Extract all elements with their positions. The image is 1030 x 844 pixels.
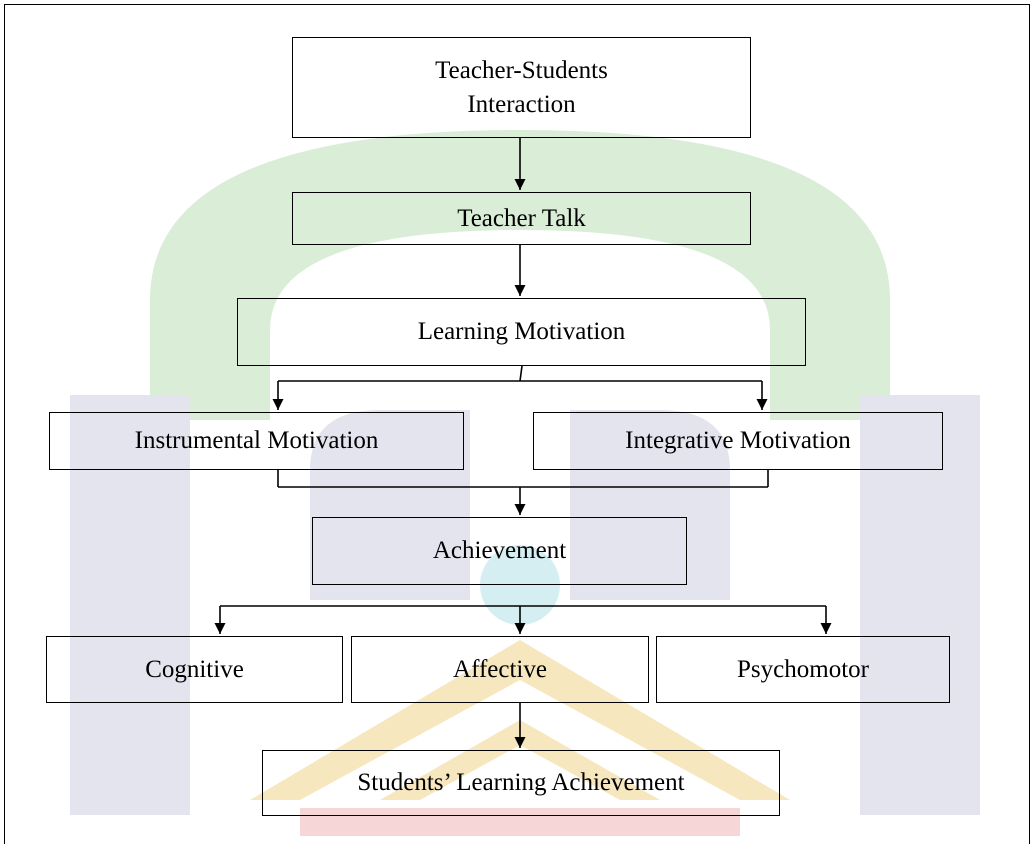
watermark-inner-arch-left	[310, 410, 470, 600]
box-learning-motivation: Learning Motivation	[237, 298, 806, 366]
box-instrumental-motivation: Instrumental Motivation	[49, 412, 464, 470]
label-teacher-talk: Teacher Talk	[457, 204, 586, 232]
watermark-left-pillar	[70, 395, 190, 815]
watermark-gold-chevron-inner	[380, 720, 660, 800]
box-integrative-motivation: Integrative Motivation	[533, 412, 943, 470]
watermark-gold-chevron	[250, 640, 790, 800]
label-students-learning-achievement: Students’ Learning Achievement	[357, 769, 685, 796]
watermark-center-drop	[480, 545, 560, 625]
box-psychomotor: Psychomotor	[656, 636, 950, 703]
box-achievement: Achievement	[312, 517, 687, 585]
label-psychomotor: Psychomotor	[737, 655, 869, 683]
label-affective: Affective	[453, 655, 547, 683]
label-integrative-motivation: Integrative Motivation	[625, 427, 851, 454]
label-achievement: Achievement	[432, 537, 567, 564]
label-learning-motivation: Learning Motivation	[417, 318, 626, 345]
box-teacher-students-interaction: Teacher-Students Interaction	[292, 37, 751, 138]
watermark-inner-arch-right	[570, 410, 730, 600]
box-cognitive: Cognitive	[46, 636, 343, 703]
box-teacher-talk: Teacher Talk	[292, 192, 751, 245]
label-instrumental-motivation: Instrumental Motivation	[134, 427, 379, 454]
label-teacher-students-interaction: Teacher-Students Interaction	[435, 56, 608, 118]
box-affective: Affective	[351, 636, 649, 703]
label-cognitive: Cognitive	[145, 655, 244, 683]
watermark-dome	[150, 130, 890, 420]
watermark-red-base	[300, 808, 740, 836]
box-students-learning-achievement: Students’ Learning Achievement	[262, 750, 780, 816]
motivation-split-stem	[519, 365, 523, 382]
watermark-right-pillar	[860, 395, 980, 815]
